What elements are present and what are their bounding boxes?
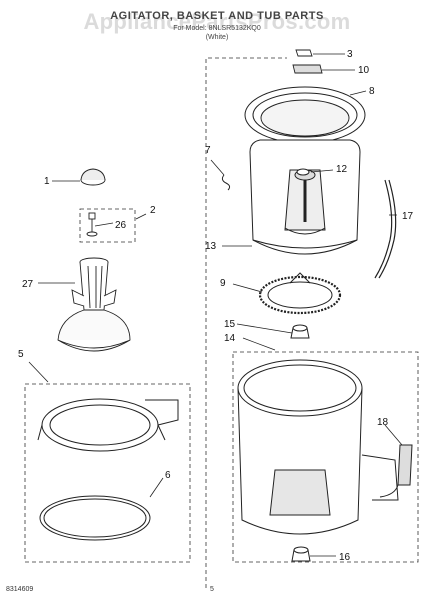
- part-number-labels: 1 2 3 5 6 7 8 9 10 12 13 14 15 16 17 18 …: [18, 49, 414, 563]
- label-16: 16: [339, 552, 351, 563]
- label-6: 6: [165, 470, 171, 481]
- model-line: For Model: 8NLSR5132KQ0: [173, 25, 261, 32]
- group-box-5: [24, 383, 191, 563]
- clip-part-7: [221, 174, 231, 191]
- group-box-14: [232, 351, 419, 563]
- label-8: 8: [369, 86, 375, 97]
- balance-ring-part: [37, 398, 179, 541]
- page-number: 5: [210, 586, 214, 593]
- hub-nut-part: [290, 324, 310, 339]
- group-box-2: [79, 208, 136, 243]
- label-12: 12: [336, 164, 348, 175]
- label-1: 1: [44, 176, 50, 187]
- agitator-cap-part: [80, 168, 106, 186]
- leader-lines: [28, 53, 403, 557]
- label-13: 13: [205, 241, 217, 252]
- label-9: 9: [220, 278, 226, 289]
- diagram-subtitle: For Model: 8NLSR5132KQ0 (White): [0, 24, 434, 42]
- top-clip-parts: [292, 49, 323, 74]
- label-14: 14: [224, 333, 236, 344]
- label-5: 5: [18, 349, 24, 360]
- agitator-part: [57, 257, 131, 352]
- label-10: 10: [358, 65, 370, 76]
- label-2: 2: [150, 205, 156, 216]
- label-7: 7: [205, 145, 211, 156]
- watermark: AppliancePartsPros.com: [83, 9, 351, 34]
- label-15: 15: [224, 319, 236, 330]
- diagram-title: AGITATOR, BASKET AND TUB PARTS: [110, 10, 324, 22]
- label-26: 26: [115, 220, 127, 231]
- drive-hub-part: [258, 272, 342, 315]
- agitator-bolt-part: [86, 212, 98, 237]
- color-line: (White): [205, 34, 229, 41]
- basket-balance-ring-part: [244, 86, 366, 144]
- outer-tub-part: [237, 359, 399, 535]
- strap-part-17: [374, 179, 397, 279]
- label-27: 27: [22, 279, 34, 290]
- label-17: 17: [402, 211, 414, 222]
- label-3: 3: [347, 49, 353, 60]
- doc-number: 8314609: [6, 586, 34, 593]
- label-18: 18: [377, 417, 389, 428]
- basket-part: [249, 139, 361, 255]
- drain-hose-part: [379, 444, 413, 498]
- bottom-nut-part: [291, 546, 311, 562]
- tub-guide-line: [205, 57, 287, 588]
- nut-part-12: [296, 168, 310, 176]
